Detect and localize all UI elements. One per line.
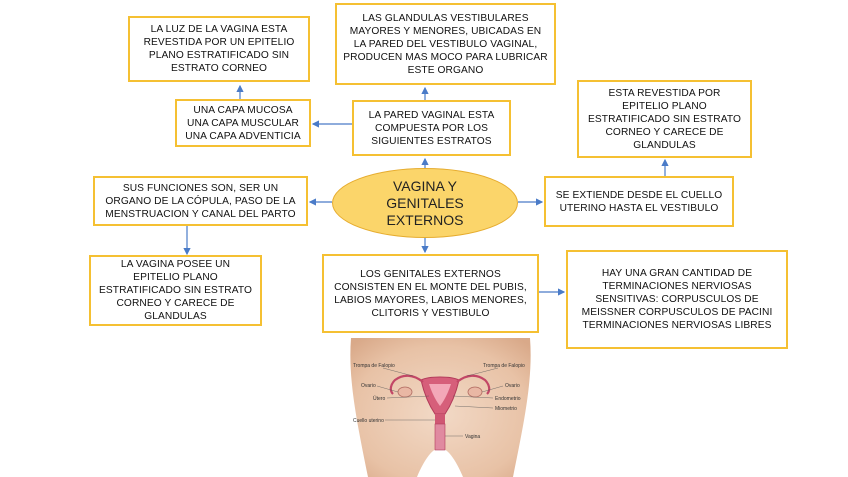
box-capas: UNA CAPA MUCOSA UNA CAPA MUSCULAR UNA CA… (175, 99, 311, 147)
box-pared-vaginal: LA PARED VAGINAL ESTA COMPUESTA POR LOS … (352, 100, 511, 156)
box-luz-vagina: LA LUZ DE LA VAGINA ESTA REVESTIDA POR U… (128, 16, 310, 82)
label-miometrio: Miometrio (495, 406, 517, 412)
anatomy-illustration: Trompa de Falopio Trompa de Falopio Ovar… (350, 338, 531, 477)
vagina-canal (434, 423, 446, 451)
label-utero: Útero (373, 395, 385, 402)
box-genitales-externos: LOS GENITALES EXTERNOS CONSISTEN EN EL M… (322, 254, 539, 333)
ovary-right (467, 386, 483, 398)
label-trompa-left: Trompa de Falopio (353, 363, 395, 369)
label-ovario-left: Ovario (361, 383, 376, 389)
ovary-left (397, 386, 413, 398)
box-revestida-epitelio: ESTA REVESTIDA POR EPITELIO PLANO ESTRAT… (577, 80, 752, 158)
label-endometrio: Endometrio (495, 396, 521, 402)
box-funciones: SUS FUNCIONES SON, SER UN ORGANO DE LA C… (93, 176, 308, 226)
box-vagina-posee: LA VAGINA POSEE UN EPITELIO PLANO ESTRAT… (89, 255, 262, 326)
uterus-cavity (429, 384, 451, 406)
central-topic-title: VAGINA Y GENITALES EXTERNOS (386, 177, 464, 228)
box-glandulas-vestibulares: LAS GLANDULAS VESTIBULARES MAYORES Y MEN… (335, 3, 556, 85)
cervix (435, 414, 445, 424)
box-terminaciones-nerviosas: HAY UNA GRAN CANTIDAD DE TERMINACIONES N… (566, 250, 788, 349)
label-vagina: Vagina (465, 434, 480, 440)
central-topic: VAGINA Y GENITALES EXTERNOS (332, 168, 518, 238)
label-ovario-right: Ovario (505, 383, 520, 389)
label-trompa-right: Trompa de Falopio (483, 363, 525, 369)
box-extiende-cuello: SE EXTIENDE DESDE EL CUELLO UTERINO HAST… (544, 176, 734, 227)
label-cuello-uterino: Cuello uterino (353, 418, 384, 424)
